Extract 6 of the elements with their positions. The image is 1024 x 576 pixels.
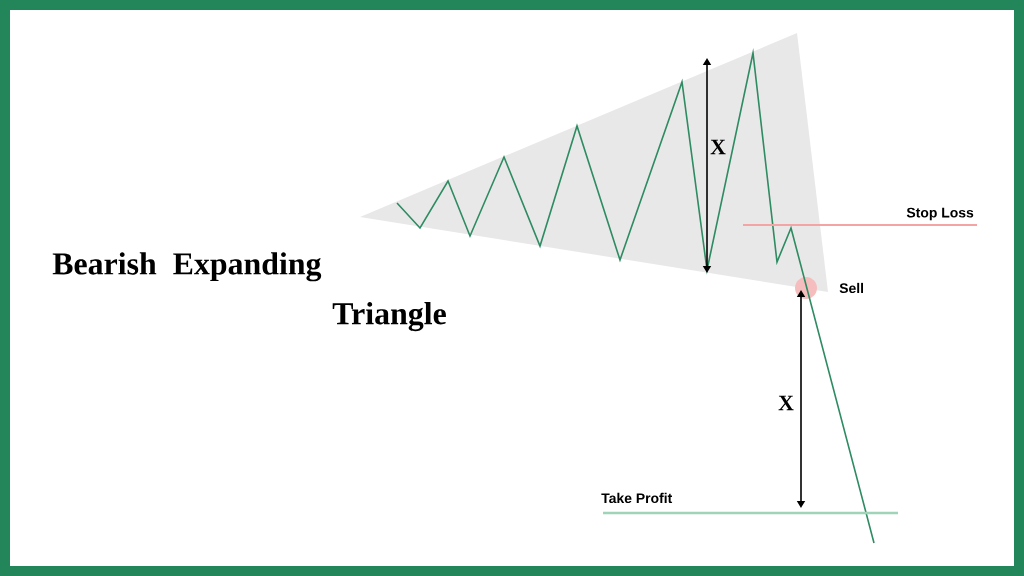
dimension-label: X — [778, 395, 794, 411]
level-label: Stop Loss — [906, 207, 974, 221]
dimension-label: X — [710, 139, 726, 155]
level-label: Sell — [839, 282, 864, 294]
level-label: Take Profit — [601, 492, 673, 504]
title: Bearish Expanding Triangle — [52, 252, 446, 332]
